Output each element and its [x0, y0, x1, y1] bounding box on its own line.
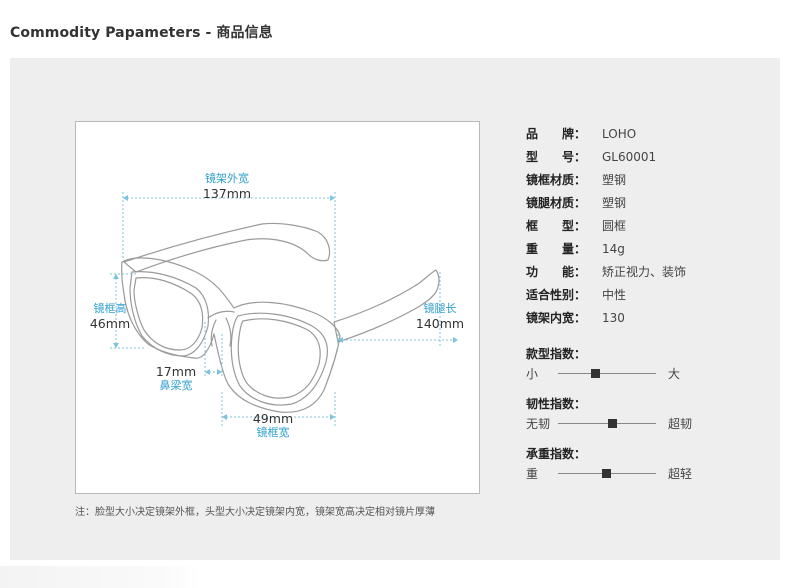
- lens-width-annotation: 49mm 镜框宽: [248, 411, 298, 440]
- bridge-width-annotation: 17mm 鼻梁宽: [152, 364, 200, 393]
- spec-value: 中性: [602, 288, 627, 302]
- spec-value: LOHO: [602, 126, 637, 141]
- gauge-title: 承重指数：: [526, 447, 587, 461]
- footer-fade: [0, 566, 200, 588]
- gauge-knob: [602, 469, 612, 478]
- temple-length-value: 140mm: [415, 316, 465, 331]
- gauge-track: [558, 369, 656, 378]
- gauge-scale: 重 超轻: [526, 463, 726, 483]
- lens-width-value: 49mm: [252, 411, 294, 426]
- spec-row-function: 功 能： 矫正视力、装饰: [526, 260, 686, 283]
- total-width-label: 镜架外宽: [205, 172, 249, 185]
- gauge-title: 款型指数：: [526, 347, 587, 361]
- page-title: Commodity Papameters - 商品信息: [10, 25, 273, 41]
- gauge-max-label: 大: [668, 367, 681, 381]
- gauge-track: [558, 419, 656, 428]
- gauge-min-label: 小: [526, 367, 539, 381]
- gauge-min-label: 无韧: [526, 417, 551, 431]
- spec-label: 镜架内宽：: [526, 311, 587, 325]
- bridge-width-label: 鼻梁宽: [159, 379, 193, 392]
- spec-label: 重 量：: [526, 242, 587, 256]
- sizing-note: 注：脸型大小决定镜架外框，头型大小决定镜架内宽，镜架宽高决定相对镜片厚薄: [75, 507, 435, 518]
- gauge-min-label: 重: [526, 467, 539, 481]
- spec-label: 框 型：: [526, 219, 587, 233]
- spec-value: GL60001: [602, 149, 657, 164]
- gauge-scale: 小 大: [526, 363, 726, 383]
- gauge-track: [558, 469, 656, 478]
- style-index-gauge: 款型指数： 小 大: [526, 345, 726, 383]
- weight-index-gauge: 承重指数： 重 超轻: [526, 445, 726, 483]
- spec-label: 品 牌：: [526, 127, 587, 141]
- toughness-index-gauge: 韧性指数： 无韧 超韧: [526, 395, 726, 433]
- frame-height-value: 46mm: [89, 316, 131, 331]
- temple-length-label: 镜腿长: [423, 302, 457, 315]
- total-width-annotation: 镜架外宽 137mm: [196, 172, 258, 201]
- spec-row-temple-material: 镜腿材质： 塑钢: [526, 191, 686, 214]
- spec-value: 矫正视力、装饰: [602, 265, 687, 279]
- temple-length-annotation: 镜腿长 140mm: [412, 302, 468, 331]
- spec-row-frame-material: 镜框材质： 塑钢: [526, 168, 686, 191]
- frame-height-label: 镜框高: [93, 302, 127, 315]
- spec-label: 适合性别：: [526, 288, 587, 302]
- spec-label: 镜腿材质：: [526, 196, 587, 210]
- frame-height-annotation: 镜框高 46mm: [88, 302, 132, 331]
- gauge-max-label: 超轻: [668, 467, 693, 481]
- gauge-knob: [607, 419, 617, 428]
- total-width-value: 137mm: [202, 186, 252, 201]
- spec-value: 圆框: [602, 219, 627, 233]
- spec-value: 130: [602, 310, 625, 325]
- spec-label: 型 号：: [526, 150, 587, 164]
- spec-label: 功 能：: [526, 265, 587, 279]
- gauge-scale: 无韧 超韧: [526, 413, 726, 433]
- spec-row-weight: 重 量： 14g: [526, 237, 686, 260]
- spec-row-model: 型 号： GL60001: [526, 145, 686, 168]
- glasses-illustration: [110, 192, 458, 428]
- spec-row-inner-width: 镜架内宽： 130: [526, 306, 686, 329]
- gauge-max-label: 超韧: [668, 417, 693, 431]
- spec-row-frame-shape: 框 型： 圆框: [526, 214, 686, 237]
- bridge-width-value: 17mm: [155, 364, 197, 379]
- spec-list: 品 牌： LOHO 型 号： GL60001 镜框材质： 塑钢 镜腿材质： 塑钢…: [526, 122, 686, 329]
- spec-row-gender: 适合性别： 中性: [526, 283, 686, 306]
- spec-value: 塑钢: [602, 173, 627, 187]
- spec-value: 14g: [602, 241, 625, 256]
- spec-label: 镜框材质：: [526, 173, 587, 187]
- gauge-knob: [591, 369, 601, 378]
- lens-width-label: 镜框宽: [256, 426, 290, 439]
- glasses-diagram: 镜架外宽 137mm 镜框高 46mm 镜腿长 140mm 17mm 鼻梁宽 4…: [75, 121, 480, 494]
- spec-row-brand: 品 牌： LOHO: [526, 122, 686, 145]
- gauge-title: 韧性指数：: [526, 397, 587, 411]
- spec-value: 塑钢: [602, 196, 627, 210]
